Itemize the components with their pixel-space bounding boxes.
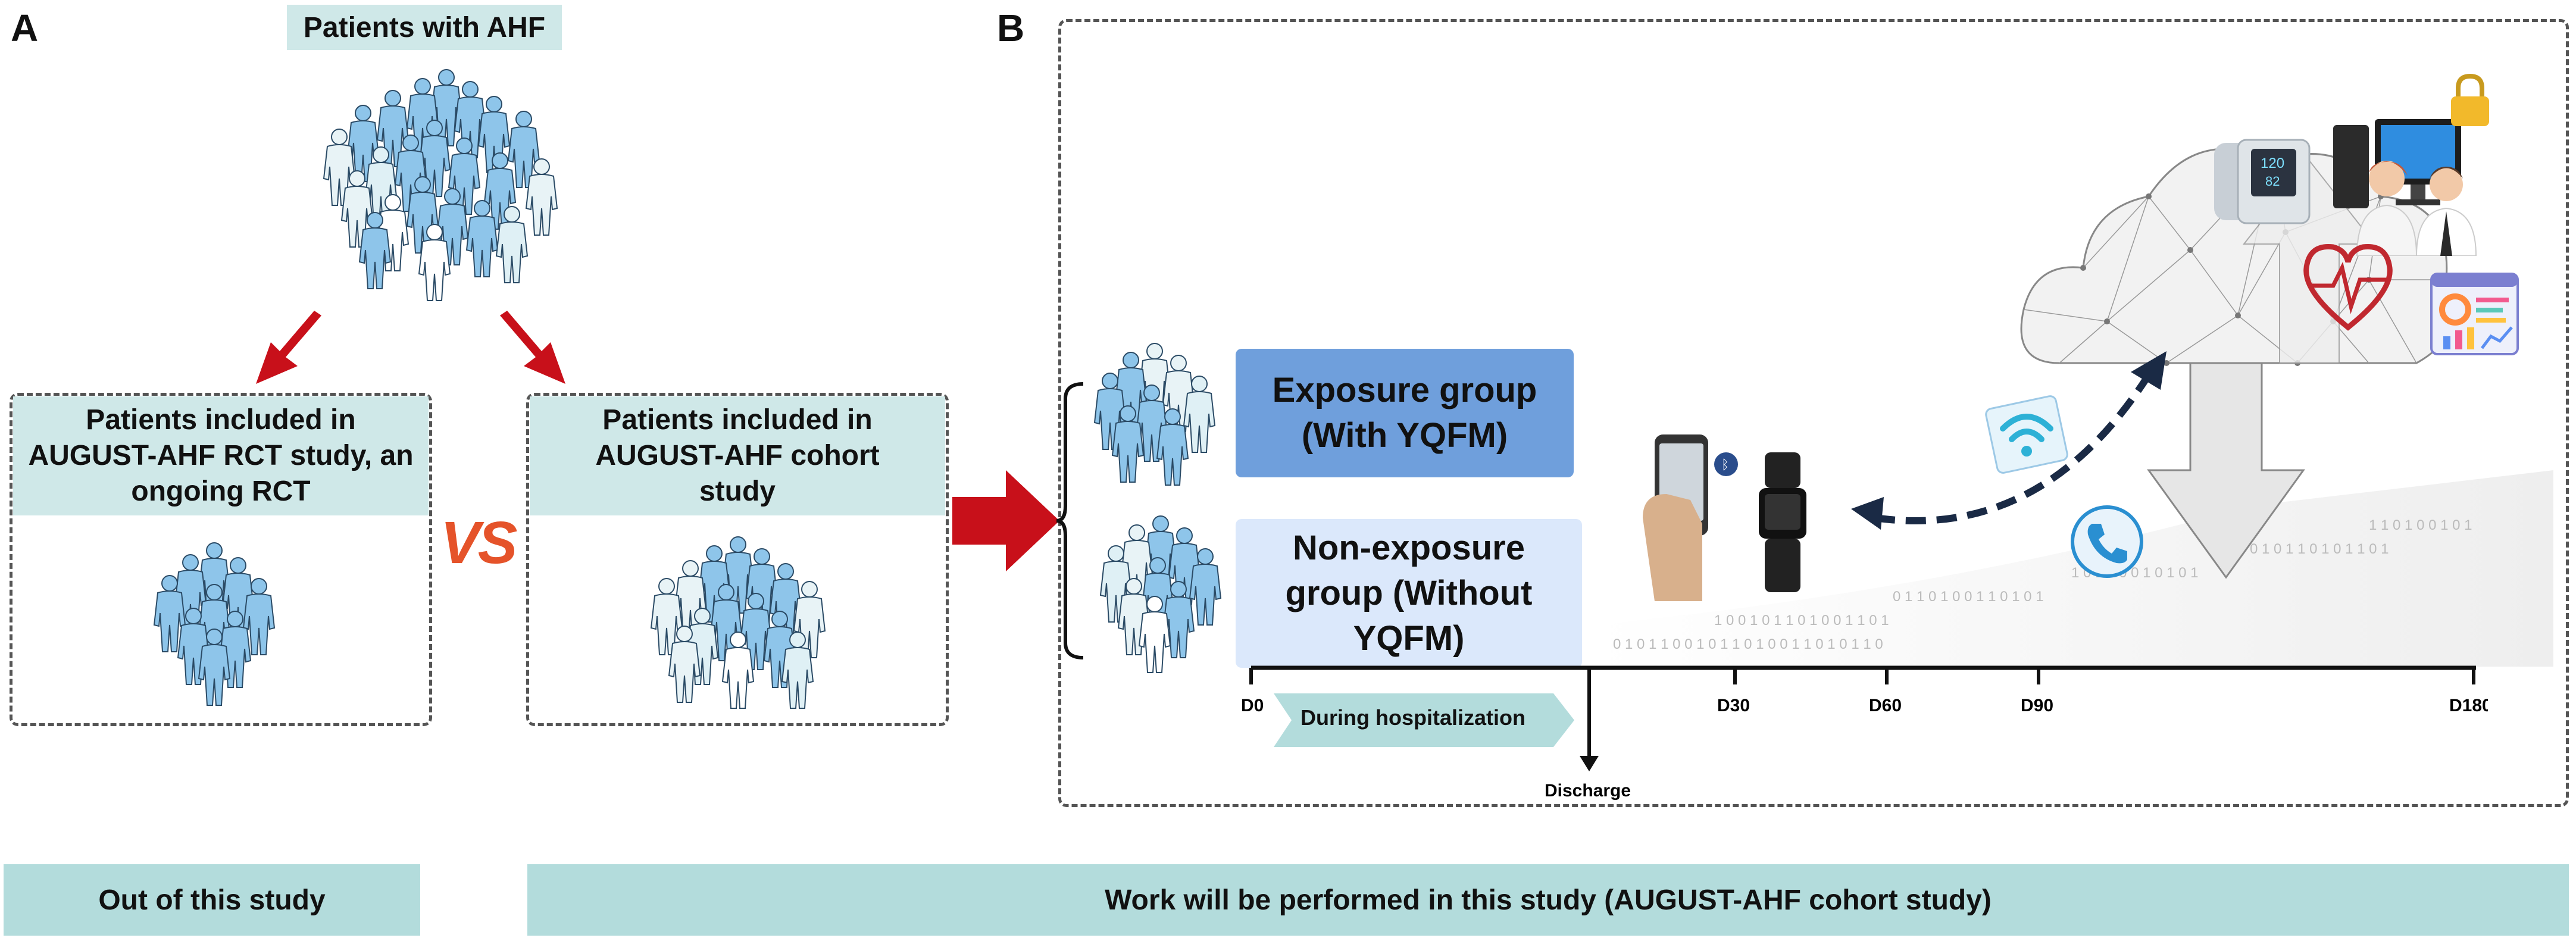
svg-text:1 1 0 1 0 0 1 0 1: 1 1 0 1 0 0 1 0 1 [2369, 517, 2472, 533]
heart-rate-icon [2303, 243, 2393, 331]
lock-icon [2451, 73, 2489, 126]
systolic-value: 120 [2261, 155, 2284, 171]
phone-call-icon [2071, 505, 2143, 578]
phone-watch-icon: ᛒ [1643, 434, 1806, 601]
cohort-study-box [526, 393, 949, 726]
arrow-to-rct-icon [256, 311, 321, 384]
wifi-icon [1985, 395, 2068, 474]
tick-d0: D0 [1241, 696, 1264, 715]
svg-text:ᛒ: ᛒ [1721, 457, 1729, 472]
panel-a-letter: A [11, 7, 39, 49]
svg-text:0 1 0 1 1 0 0 1 0 1 1 0 1 0 0: 0 1 0 1 1 0 0 1 0 1 1 0 1 0 0 1 1 0 1 0 … [1613, 636, 1883, 652]
non-exposure-patients-icon [1100, 515, 1221, 673]
analytics-dashboard-icon [2430, 273, 2519, 355]
vs-label: VS [440, 509, 517, 576]
panel-b-letter: B [997, 7, 1025, 49]
rct-patients-icon [154, 542, 275, 706]
cohort-study-label: Patients included in AUGUST-AHF cohort s… [530, 396, 945, 515]
svg-text:1 0 0 1 0 1 1 0 1 0 0 1 1 0 1: 1 0 0 1 0 1 1 0 1 0 0 1 1 0 1 [1714, 612, 1889, 629]
diastolic-value: 82 [2265, 174, 2280, 189]
hospitalization-label: During hospitalization [1300, 705, 1525, 730]
data-sync-arrow-icon [1851, 351, 2167, 530]
patients-crowd-large-icon [323, 69, 558, 301]
hospitalization-chevron [1274, 693, 1574, 747]
tick-d30: D30 [1717, 696, 1750, 715]
exposure-group-box: Exposure group (With YQFM) [1236, 349, 1574, 477]
cohort-patients-icon [651, 536, 826, 709]
group-bracket [1056, 382, 1084, 659]
non-exposure-group-box: Non-exposure group (Without YQFM) [1236, 519, 1582, 668]
tick-d60: D60 [1869, 696, 1902, 715]
exposure-patients-icon [1094, 343, 1215, 486]
tick-d180: D180 [2449, 696, 2488, 715]
doctors-icon [2356, 161, 2477, 256]
big-arrow-to-panel-b-icon [952, 470, 1059, 571]
out-of-study-bar: Out of this study [4, 864, 420, 936]
in-study-bar: Work will be performed in this study (AU… [527, 864, 2569, 936]
rct-study-box [10, 393, 432, 726]
arrow-to-cohort-icon [500, 311, 565, 384]
svg-text:0 1 0 1 1 0 1 0 1 1 0 1: 0 1 0 1 1 0 1 0 1 1 0 1 [2250, 541, 2389, 557]
rct-study-label: Patients included in AUGUST-AHF RCT stud… [13, 396, 429, 515]
tick-d90: D90 [2021, 696, 2053, 715]
blood-pressure-monitor-icon: 120 82 [2214, 139, 2311, 224]
svg-text:0 1 1 0 1 0 0 1 1 0 1 0 1: 0 1 1 0 1 0 0 1 1 0 1 0 1 [1893, 589, 2044, 605]
panel-b-box [1058, 19, 2569, 807]
timeline: D0 D30 D60 D90 D180 Discharge [1241, 665, 2488, 801]
discharge-label: Discharge [1545, 781, 1631, 801]
patients-with-ahf-label: Patients with AHF [287, 5, 562, 50]
